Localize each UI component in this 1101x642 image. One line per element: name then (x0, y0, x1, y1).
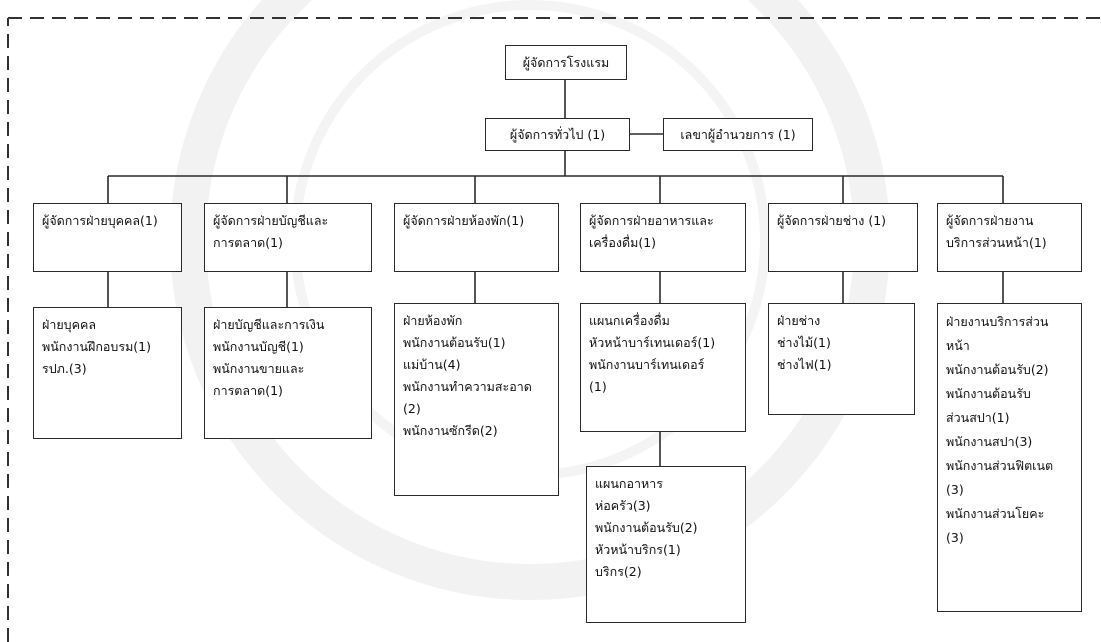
node-line: ผู้จัดการฝ่ายห้องพัก(1) (403, 213, 525, 228)
node-unit-hr: ฝ่ายบุคคล พนักงานฝึกอบรม(1) รปภ.(3) (33, 307, 182, 439)
node-dept-fnb: ผู้จัดการฝ่ายอาหารและ เครื่องดื่ม(1) (580, 203, 746, 272)
node-line: พนักงานต้อนรับ(2) (946, 362, 1049, 377)
node-line: พนักงานบาร์เทนเดอร์ (589, 357, 705, 372)
node-line: พนักงานสปา(3) (946, 434, 1033, 449)
node-dept-engineering: ผู้จัดการฝ่ายช่าง (1) (768, 203, 918, 272)
node-line: ฝ่ายห้องพัก (403, 313, 463, 328)
node-dept-front-office: ผู้จัดการฝ่ายงาน บริการส่วนหน้า(1) (937, 203, 1082, 272)
node-line: พนักงานขายและ (213, 361, 305, 376)
node-line: ฝ่ายช่าง (777, 313, 821, 328)
node-line: พนักงานบัญชี(1) (213, 339, 304, 354)
node-line: พนักงานซักรีด(2) (403, 423, 498, 438)
node-line: การตลาด(1) (213, 235, 283, 250)
node-dept-rooms: ผู้จัดการฝ่ายห้องพัก(1) (394, 203, 559, 272)
node-line: ผู้จัดการฝ่ายงาน (946, 213, 1034, 228)
node-line: (3) (946, 530, 964, 545)
node-line: เลขาผู้อำนวยการ (1) (680, 126, 796, 142)
node-unit-beverage: แผนกเครื่องดื่ม หัวหน้าบาร์เทนเดอร์(1) พ… (580, 303, 746, 432)
node-line: พนักงานต้อนรับ(2) (595, 520, 698, 535)
node-line: (3) (946, 482, 964, 497)
node-line: หัวหน้าบาร์เทนเดอร์(1) (589, 335, 716, 350)
node-line: พนักงานต้อนรับ(1) (403, 335, 506, 350)
node-line: พนักงานส่วนฟิตเนต (946, 458, 1054, 473)
node-line: ผู้จัดการฝ่ายบุคคล(1) (42, 213, 158, 228)
node-line: ผู้จัดการฝ่ายบัญชีและ (213, 213, 329, 228)
node-general-manager: ผู้จัดการทั่วไป (1) (485, 118, 630, 151)
node-line: ห่อครัว(3) (595, 498, 651, 513)
node-line: บริการส่วนหน้า(1) (946, 235, 1047, 250)
node-line: พนักงานต้อนรับ (946, 386, 1031, 401)
node-dept-hr: ผู้จัดการฝ่ายบุคคล(1) (33, 203, 182, 272)
node-line: (1) (589, 379, 607, 394)
node-unit-accounting: ฝ่ายบัญชีและการเงิน พนักงานบัญชี(1) พนัก… (204, 307, 372, 439)
node-line: แผนกเครื่องดื่ม (589, 313, 670, 328)
node-line: บริกร(2) (595, 564, 642, 579)
node-unit-rooms: ฝ่ายห้องพัก พนักงานต้อนรับ(1) แม่บ้าน(4)… (394, 303, 559, 496)
node-line: พนักงานฝึกอบรม(1) (42, 339, 152, 354)
node-line: ผู้จัดการทั่วไป (1) (509, 126, 606, 142)
node-line: พนักงานทำความสะอาด (403, 379, 532, 394)
node-line: พนักงานส่วนโยคะ (946, 506, 1045, 521)
node-line: หน้า (946, 338, 970, 353)
node-line: ฝ่ายบุคคล (42, 317, 96, 332)
node-line: ผู้จัดการฝ่ายอาหารและ (589, 213, 714, 228)
node-line: ผู้จัดการโรงแรม (522, 54, 610, 70)
node-unit-front-office: ฝ่ายงานบริการส่วน หน้า พนักงานต้อนรับ(2)… (937, 303, 1082, 612)
node-line: ฝ่ายงานบริการส่วน (946, 314, 1049, 329)
node-line: ส่วนสปา(1) (946, 410, 1010, 425)
node-line: ผู้จัดการฝ่ายช่าง (1) (777, 213, 887, 228)
node-line: รปภ.(3) (42, 361, 87, 376)
node-dept-accounting: ผู้จัดการฝ่ายบัญชีและ การตลาด(1) (204, 203, 372, 272)
node-line: แม่บ้าน(4) (403, 357, 461, 372)
node-hotel-manager: ผู้จัดการโรงแรม (505, 45, 627, 80)
node-line: เครื่องดื่ม(1) (589, 235, 657, 250)
node-line: การตลาด(1) (213, 383, 283, 398)
node-unit-engineering: ฝ่ายช่าง ช่างไม้(1) ช่างไฟ(1) (768, 303, 915, 415)
node-line: หัวหน้าบริกร(1) (595, 542, 681, 557)
node-line: (2) (403, 401, 421, 416)
node-line: ช่างไม้(1) (777, 335, 831, 350)
node-line: ฝ่ายบัญชีและการเงิน (213, 317, 325, 332)
node-unit-food: แผนกอาหาร ห่อครัว(3) พนักงานต้อนรับ(2) ห… (586, 466, 746, 623)
node-secretary: เลขาผู้อำนวยการ (1) (663, 118, 813, 151)
node-line: แผนกอาหาร (595, 476, 663, 491)
node-line: ช่างไฟ(1) (777, 357, 832, 372)
